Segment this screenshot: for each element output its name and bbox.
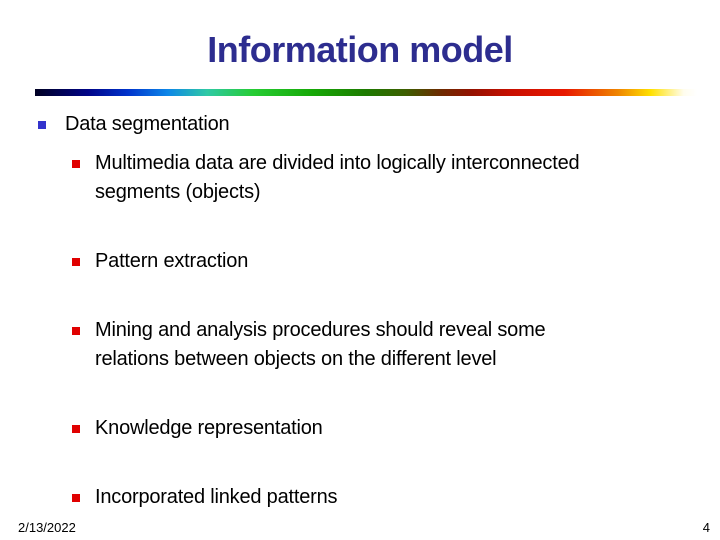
page-number: 4 (702, 520, 710, 535)
list-item: Multimedia data are divided into logical… (0, 149, 720, 207)
list-item-text: Pattern extraction (95, 250, 249, 272)
list-item: Incorporated linked patterns (0, 483, 720, 512)
title-divider-gradient (35, 89, 697, 96)
bullet-square-icon (72, 160, 80, 168)
slide-date: 2/13/2022 (18, 520, 76, 535)
bullet-square-icon (72, 494, 80, 502)
list-item-text: Incorporated linked patterns (95, 486, 338, 508)
slide-title: Information model (207, 29, 513, 70)
list-item-text: Mining and analysis procedures should re… (95, 319, 546, 370)
bullet-square-icon (72, 425, 80, 433)
list-item-text: Knowledge representation (95, 417, 323, 439)
list-item: Pattern extraction (0, 247, 720, 276)
bullet-square-icon (72, 327, 80, 335)
bullet-square-icon (72, 258, 80, 266)
list-item-text: Multimedia data are divided into logical… (95, 152, 580, 203)
list-item: Mining and analysis procedures should re… (0, 316, 720, 374)
list-item: Data segmentation (0, 110, 720, 139)
list-item: Knowledge representation (0, 414, 720, 443)
list-item-text: Data segmentation (65, 113, 230, 135)
bullet-square-icon (38, 121, 46, 129)
